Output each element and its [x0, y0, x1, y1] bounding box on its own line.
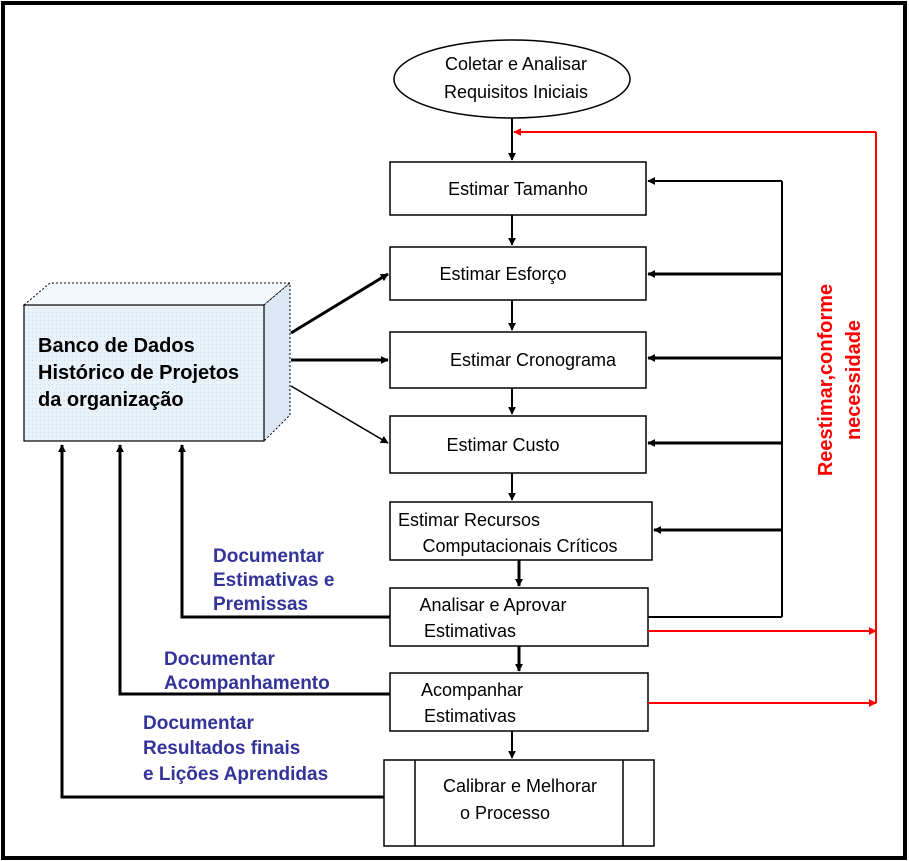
arrow-db-to-esforco — [290, 272, 389, 335]
calibrar-box — [383, 759, 655, 847]
estimar-esforco-box — [389, 246, 647, 301]
doc-estimativas-line2: Estimativas e — [213, 570, 334, 591]
database-side-face — [263, 281, 291, 443]
estimar-tamanho-box — [389, 161, 647, 216]
doc-resultados-line3: e Lições Aprendidas — [143, 764, 328, 785]
arrow-doc-estimativas — [178, 444, 390, 619]
doc-label-resultados: Documentar Resultados finais e Lições Ap… — [143, 713, 328, 785]
database-label-line3: da organização — [38, 389, 184, 411]
estimar-tamanho-label: Estimar Tamanho — [448, 179, 588, 199]
estimar-esforco-label: Estimar Esforço — [439, 264, 566, 284]
node-estimar-custo: Estimar Custo — [389, 415, 647, 474]
node-estimar-tamanho: Estimar Tamanho — [389, 161, 647, 216]
node-calibrar: Calibrar e Melhorar o Processo — [383, 759, 655, 847]
black-feedback-loop — [647, 177, 783, 618]
acompanhar-box — [389, 672, 649, 732]
estimar-custo-label: Estimar Custo — [446, 435, 559, 455]
node-start: Coletar e Analisar Requisitos Iniciais — [393, 39, 631, 119]
estimar-custo-box — [389, 415, 647, 474]
acompanhar-label-line1: Acompanhar — [421, 680, 523, 700]
node-estimar-esforco: Estimar Esforço — [389, 246, 647, 301]
arrow-doc-acompanhamento — [116, 444, 390, 696]
arrow-doc-resultados — [58, 444, 384, 799]
estimar-cronograma-box — [389, 331, 647, 389]
calibrar-label-line1: Calibrar e Melhorar — [443, 776, 597, 796]
node-estimar-cronograma: Estimar Cronograma — [389, 331, 647, 389]
doc-resultados-line1: Documentar — [143, 713, 254, 734]
node-estimar-recursos: Estimar Recursos Computacionais Críticos — [389, 501, 653, 561]
doc-acompanhamento-line1: Documentar — [164, 649, 275, 670]
estimar-cronograma-label: Estimar Cronograma — [450, 350, 617, 370]
main-flow-arrows — [508, 118, 523, 759]
database-arrows — [290, 272, 389, 444]
start-label-line2: Requisitos Iniciais — [444, 82, 588, 102]
start-label-line1: Coletar e Analisar — [445, 54, 587, 74]
doc-estimativas-line3: Premissas — [213, 594, 308, 615]
doc-label-estimativas: Documentar Estimativas e Premissas — [213, 546, 334, 615]
acompanhar-label-line2: Estimativas — [424, 706, 516, 726]
arrow-db-to-custo — [290, 385, 389, 444]
calibrar-label-line2: o Processo — [460, 803, 550, 823]
database-top-face — [22, 282, 292, 306]
analisar-aprovar-label-line1: Analisar e Aprovar — [419, 595, 566, 615]
documentation-arrows — [58, 444, 390, 799]
doc-estimativas-line1: Documentar — [213, 546, 324, 567]
estimar-recursos-label-line1: Estimar Recursos — [398, 510, 540, 530]
estimar-recursos-label-line2: Computacionais Críticos — [422, 536, 617, 556]
doc-resultados-line2: Resultados finais — [143, 738, 300, 759]
node-acompanhar: Acompanhar Estimativas — [389, 672, 649, 732]
analisar-aprovar-label-line2: Estimativas — [424, 621, 516, 641]
database-box: Banco de Dados Histórico de Projetos da … — [22, 281, 292, 443]
doc-label-acompanhamento: Documentar Acompanhamento — [164, 649, 330, 694]
database-label-line1: Banco de Dados — [38, 335, 195, 357]
start-ellipse — [393, 39, 631, 119]
estimar-recursos-box — [389, 501, 653, 561]
red-feedback-loop — [513, 128, 877, 707]
database-front-face — [23, 304, 265, 442]
feedback-label-line1: Reestimar,conforme — [815, 284, 837, 476]
doc-acompanhamento-line2: Acompanhamento — [164, 673, 330, 694]
feedback-label-line2: necessidade — [843, 320, 865, 440]
node-analisar-aprovar: Analisar e Aprovar Estimativas — [389, 587, 649, 647]
database-label-line2: Histórico de Projetos — [38, 362, 239, 384]
feedback-label: Reestimar,conforme necessidade — [815, 284, 865, 476]
